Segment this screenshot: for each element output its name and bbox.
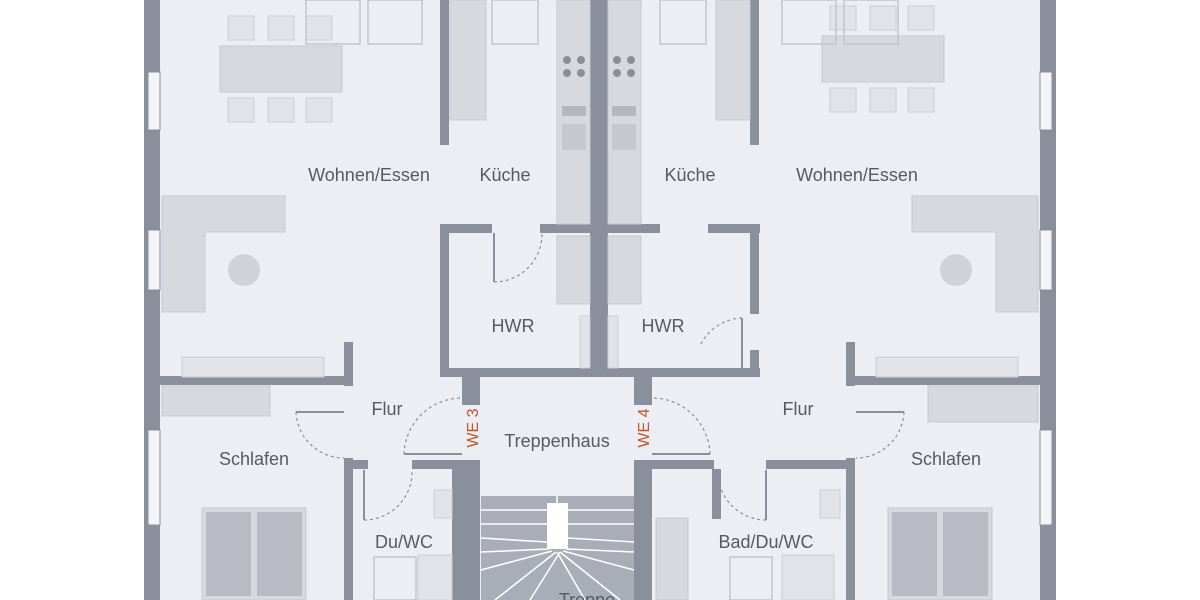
wardrobe-right [927, 385, 1039, 423]
windows-right [1039, 71, 1053, 526]
unit-label-we3: WE 3 [465, 408, 482, 447]
kitchen-wall-right [750, 0, 759, 145]
sofa-left [161, 195, 325, 378]
room-label-schlafen-right: Schlafen [911, 449, 981, 469]
bed-right [887, 507, 993, 600]
room-label-schlafen-left: Schlafen [219, 449, 289, 469]
room-label-flur-left: Flur [372, 399, 403, 419]
bed-left [201, 507, 307, 600]
right-wing-walls [652, 342, 1040, 600]
party-wall-kitchens [590, 0, 608, 375]
bath-fixtures-left [373, 489, 453, 600]
room-label-hwr-left: HWR [492, 316, 535, 336]
stove-left-icon [562, 56, 586, 150]
hwr-walls [440, 224, 760, 377]
wardrobe-left [161, 385, 271, 417]
unit-label-we4: WE 4 [636, 408, 653, 447]
sofa-right [875, 195, 1039, 378]
room-label-wohnen-essen-left: Wohnen/Essen [308, 165, 430, 185]
room-label-treppenhaus: Treppenhaus [504, 431, 609, 451]
left-wing-walls [160, 342, 462, 600]
room-label-kueche-right: Küche [664, 165, 715, 185]
room-label-kueche-left: Küche [479, 165, 530, 185]
kitchen-wall-left [440, 0, 449, 145]
stairwell-walls [462, 377, 652, 600]
room-label-flur-right: Flur [783, 399, 814, 419]
doors [295, 233, 905, 521]
room-label-hwr-right: HWR [642, 316, 685, 336]
room-label-treppe: Treppe [559, 590, 615, 600]
room-label-wohnen-essen-right: Wohnen/Essen [796, 165, 918, 185]
windows-left [147, 71, 161, 526]
staircase [480, 496, 635, 600]
dining-table-right [781, 0, 945, 113]
room-label-du-wc: Du/WC [375, 532, 433, 552]
dining-table-left [219, 0, 423, 123]
stove-right-icon [612, 56, 636, 150]
room-label-bad-du-wc: Bad/Du/WC [718, 532, 813, 552]
bath-fixtures-right [655, 489, 841, 600]
